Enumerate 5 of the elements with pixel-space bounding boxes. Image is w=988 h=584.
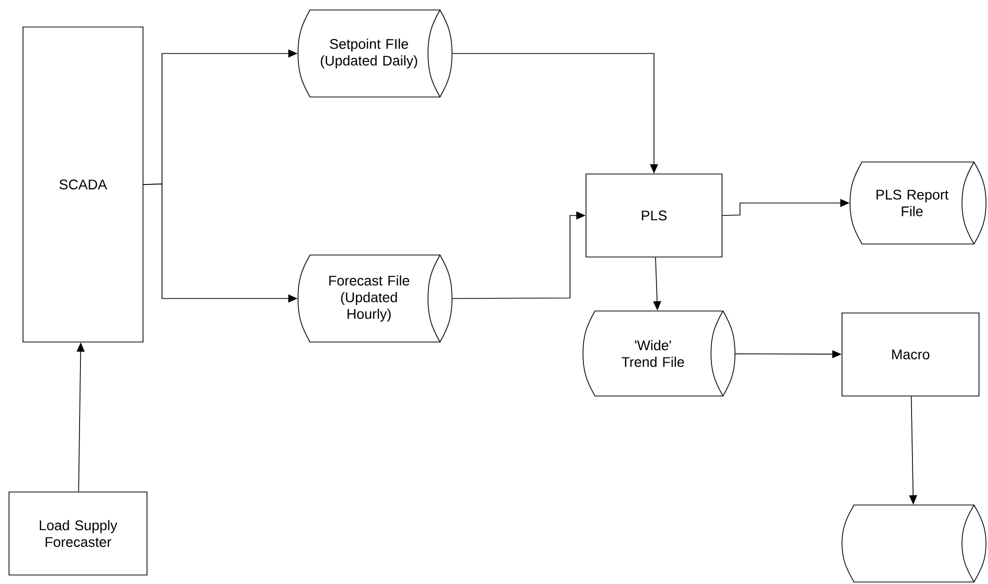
data-file-shape — [842, 504, 986, 582]
process-box: SCADA — [22, 26, 144, 342]
process-box: PLS — [586, 174, 722, 258]
process-box: Load Supply Forecaster — [8, 492, 148, 576]
process-box: Macro — [842, 312, 980, 396]
